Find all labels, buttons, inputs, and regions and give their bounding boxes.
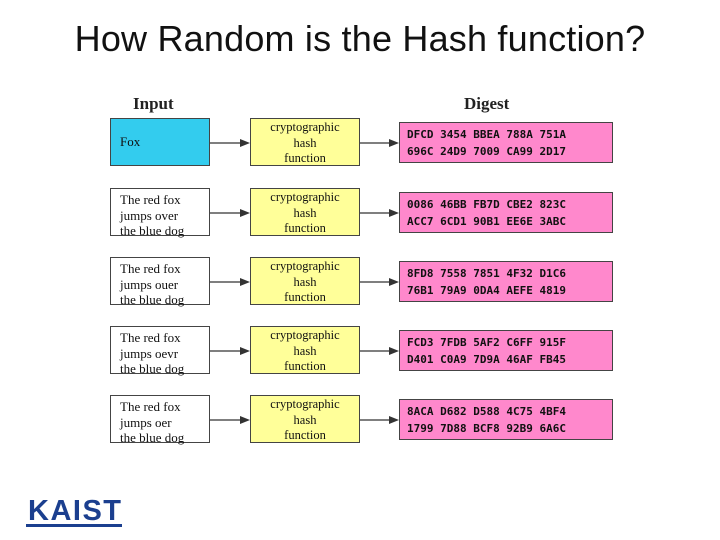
input-box: The red fox jumps ouer the blue dog <box>110 257 210 307</box>
hash-function-box: cryptographic hash function <box>250 395 360 443</box>
input-box: The red fox jumps oer the blue dog <box>110 395 210 445</box>
digest-box: 8ACA D682 D588 4C75 4BF4 1799 7D88 BCF8 … <box>399 399 613 440</box>
input-column-header: Input <box>133 94 174 113</box>
hash-function-box: cryptographic hash function <box>250 118 360 166</box>
hash-row: The red fox jumps over the blue dog cryp… <box>110 188 615 240</box>
hash-row: Fox cryptographic hash function DFCD 345… <box>110 118 615 170</box>
kaist-logo: KAIST <box>26 495 123 527</box>
arrow-icon <box>360 278 399 286</box>
digest-column-header: Digest <box>464 94 510 113</box>
arrow-icon <box>210 139 250 147</box>
arrow-icon <box>210 278 250 286</box>
digest-box: 0086 46BB FB7D CBE2 823C ACC7 6CD1 90B1 … <box>399 192 613 233</box>
arrow-icon <box>360 416 399 424</box>
input-box: The red fox jumps oevr the blue dog <box>110 326 210 376</box>
hash-row: The red fox jumps oer the blue dog crypt… <box>110 395 615 447</box>
arrow-icon <box>210 209 250 217</box>
digest-box: FCD3 7FDB 5AF2 C6FF 915F D401 C0A9 7D9A … <box>399 330 613 371</box>
hash-function-box: cryptographic hash function <box>250 188 360 236</box>
arrow-icon <box>360 139 399 147</box>
hash-function-box: cryptographic hash function <box>250 326 360 374</box>
hash-row: The red fox jumps oevr the blue dog cryp… <box>110 326 615 378</box>
arrow-icon <box>210 347 250 355</box>
slide-title: How Random is the Hash function? <box>74 18 646 59</box>
svg-text:KAIST: KAIST <box>28 495 123 527</box>
input-box: Fox <box>110 118 210 166</box>
arrow-icon <box>360 347 399 355</box>
arrow-icon <box>210 416 250 424</box>
digest-box: DFCD 3454 BBEA 788A 751A 696C 24D9 7009 … <box>399 122 613 163</box>
input-box: The red fox jumps over the blue dog <box>110 188 210 238</box>
hash-function-box: cryptographic hash function <box>250 257 360 305</box>
hash-row: The red fox jumps ouer the blue dog cryp… <box>110 257 615 309</box>
arrow-icon <box>360 209 399 217</box>
digest-box: 8FD8 7558 7851 4F32 D1C6 76B1 79A9 0DA4 … <box>399 261 613 302</box>
